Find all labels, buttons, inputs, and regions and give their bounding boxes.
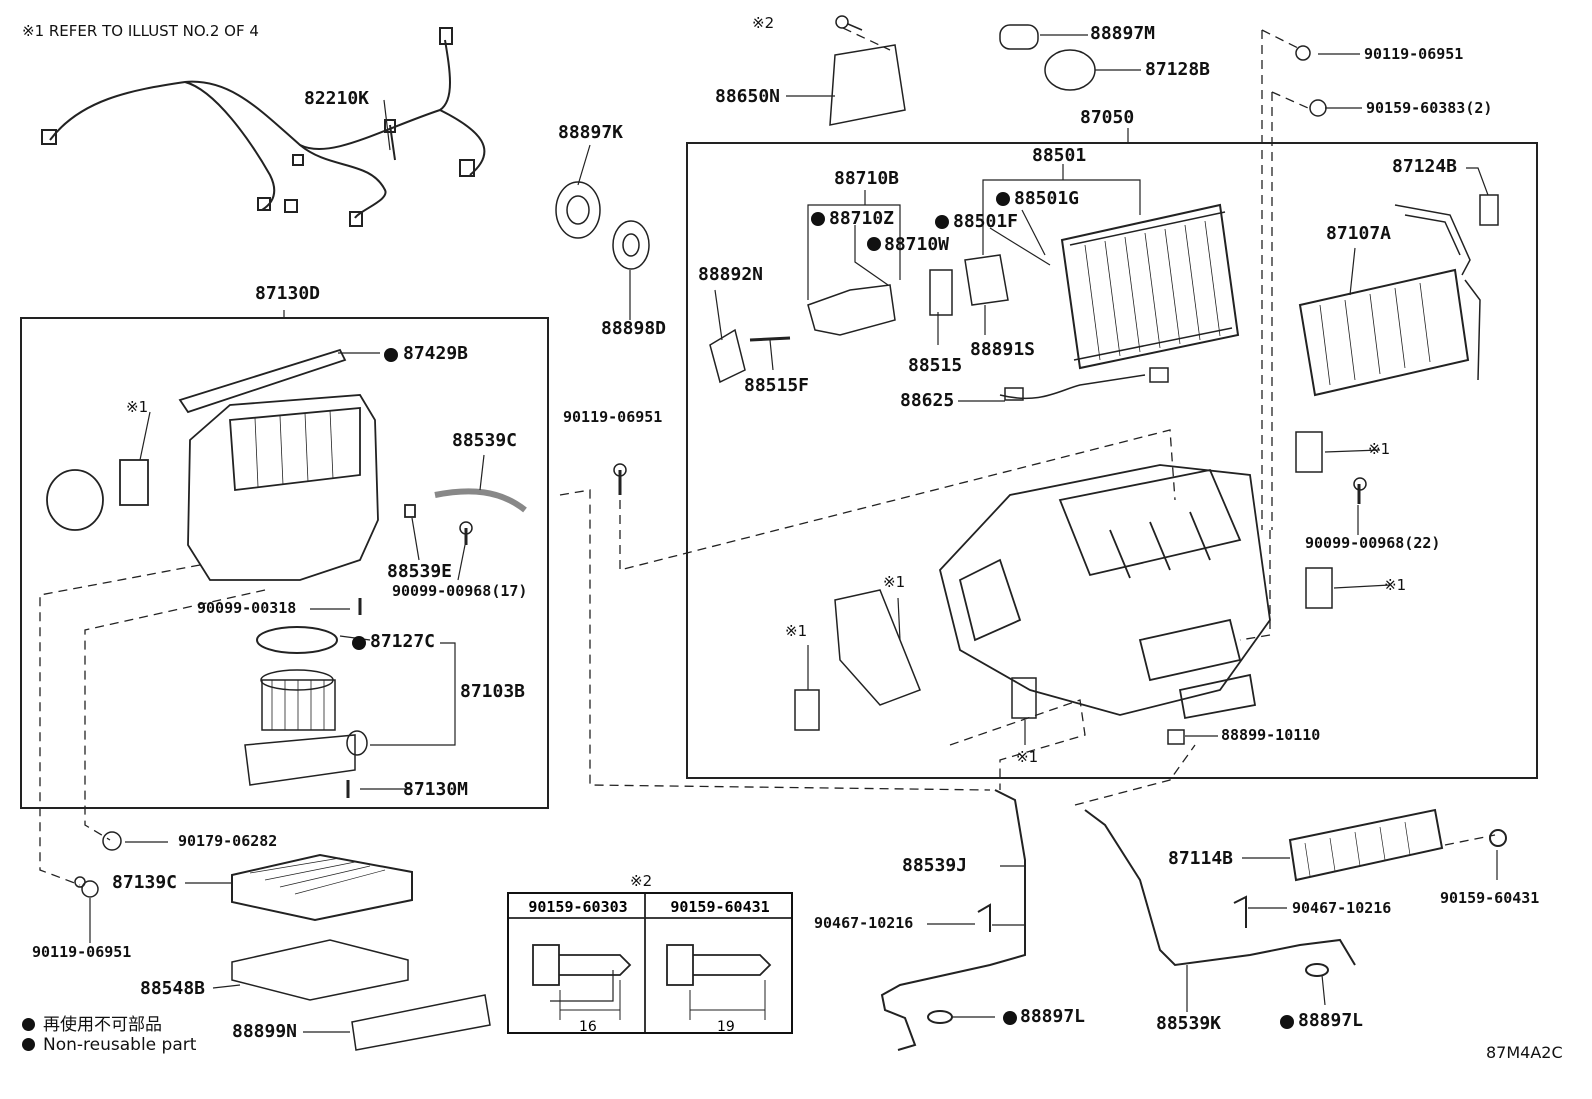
part-87107A: 87107A [1326, 223, 1392, 244]
table-col2-part: 90159-60431 [670, 898, 770, 916]
ref-note1-right-b: ※1 [1384, 576, 1407, 594]
part-88539E: 88539E [387, 561, 453, 582]
top-hardware [555, 15, 1327, 270]
ref-note1-unit-b: ※1 [785, 622, 808, 640]
heater-core-illustration [1298, 194, 1499, 397]
part-88548B: 88548B [140, 978, 206, 999]
valve-illustration [709, 254, 1169, 401]
part-87114B: 87114B [1168, 848, 1234, 869]
non-reusable-markers [352, 192, 1294, 1029]
part-90119-06951-bottom: 90119-06951 [32, 943, 132, 961]
part-88515: 88515 [908, 355, 963, 376]
blower-case-illustration [46, 348, 527, 581]
part-88650N: 88650N [715, 86, 781, 107]
part-88892N: 88892N [698, 264, 764, 285]
part-88710Z: 88710Z [829, 208, 895, 229]
part-88897M: 88897M [1090, 23, 1156, 44]
ref-note1-case: ※1 [126, 398, 149, 416]
part-88897L-right: 88897L [1298, 1010, 1364, 1031]
ref-note1-unit-a: ※1 [883, 573, 906, 591]
part-88710B: 88710B [834, 168, 900, 189]
part-88539K: 88539K [1156, 1013, 1222, 1034]
part-88539J: 88539J [902, 855, 968, 876]
part-88515F: 88515F [744, 375, 810, 396]
ref-note1-right-a: ※1 [1368, 440, 1391, 458]
wire-harness-illustration [41, 27, 486, 227]
bullet-icon [22, 1038, 35, 1051]
blower-motor-illustration [244, 598, 368, 798]
table-col1-part: 90159-60303 [528, 898, 628, 916]
part-90099-00318: 90099-00318 [197, 599, 297, 617]
part-87130M: 87130M [403, 779, 469, 800]
hvac-unit-illustration [939, 464, 1271, 720]
bullet-icon [22, 1018, 35, 1031]
part-88899N: 88899N [232, 1021, 298, 1042]
table-col2-dim: 19 [717, 1019, 735, 1035]
part-88501: 88501 [1032, 145, 1087, 166]
part-88625: 88625 [900, 390, 955, 411]
legend-en: Non-reusable part [22, 1035, 196, 1055]
dashed-guides [39, 27, 1496, 886]
part-88891S: 88891S [970, 339, 1036, 360]
part-88539C: 88539C [452, 430, 518, 451]
ref-note1-unit-c: ※1 [1016, 748, 1039, 766]
damper-actuators-illustration [74, 431, 1367, 888]
drain-hose-illustration [880, 789, 1507, 1051]
part-87139C: 87139C [112, 872, 178, 893]
table-mark: ※2 [630, 872, 653, 890]
part-87130D: 87130D [255, 283, 321, 304]
legend-jp: 再使用不可部品 [22, 1010, 162, 1035]
part-88501G: 88501G [1014, 188, 1080, 209]
part-87128B: 87128B [1145, 59, 1211, 80]
box-87130D [20, 317, 549, 809]
part-87103B: 87103B [460, 681, 526, 702]
ref-note2-top: ※2 [752, 14, 775, 32]
part-90099-00968-22: 90099-00968(22) [1305, 534, 1441, 552]
part-90119-06951-top: 90119-06951 [1364, 45, 1464, 63]
part-88710W: 88710W [884, 234, 950, 255]
part-88897K: 88897K [558, 122, 624, 143]
box-87050 [686, 142, 1538, 779]
part-87127C: 87127C [370, 631, 436, 652]
part-88899-10110: 88899-10110 [1221, 726, 1321, 744]
part-87124B: 87124B [1392, 156, 1458, 177]
part-90467-10216-right: 90467-10216 [1292, 899, 1392, 917]
refer-note: ※1 REFER TO ILLUST NO.2 OF 4 [22, 22, 259, 40]
evaporator-illustration [1060, 203, 1240, 370]
table-lines [507, 892, 793, 1034]
part-88897L-left: 88897L [1020, 1006, 1086, 1027]
part-87050: 87050 [1080, 107, 1135, 128]
leader-lines [89, 34, 1498, 1033]
part-90179-06282: 90179-06282 [178, 832, 278, 850]
table-col1-dim: 16 [579, 1019, 597, 1035]
screw-table: 90159-60303 90159-60431 16 19 [507, 892, 793, 1035]
part-90099-00968-17: 90099-00968(17) [392, 582, 528, 600]
part-90159-60431: 90159-60431 [1440, 889, 1540, 907]
part-90119-06951-mid: 90119-06951 [563, 408, 663, 426]
part-88898D: 88898D [601, 318, 667, 339]
part-90159-60383: 90159-60383(2) [1366, 99, 1493, 117]
part-87429B: 87429B [403, 343, 469, 364]
legend-en-text: Non-reusable part [43, 1035, 197, 1055]
legend-jp-text: 再使用不可部品 [43, 1015, 162, 1035]
part-82210K: 82210K [304, 88, 370, 109]
part-88501F: 88501F [953, 211, 1019, 232]
part-90467-10216-left: 90467-10216 [814, 914, 914, 932]
diagram-code: 87M4A2C [1486, 1043, 1563, 1062]
filter-illustration [81, 831, 491, 1051]
